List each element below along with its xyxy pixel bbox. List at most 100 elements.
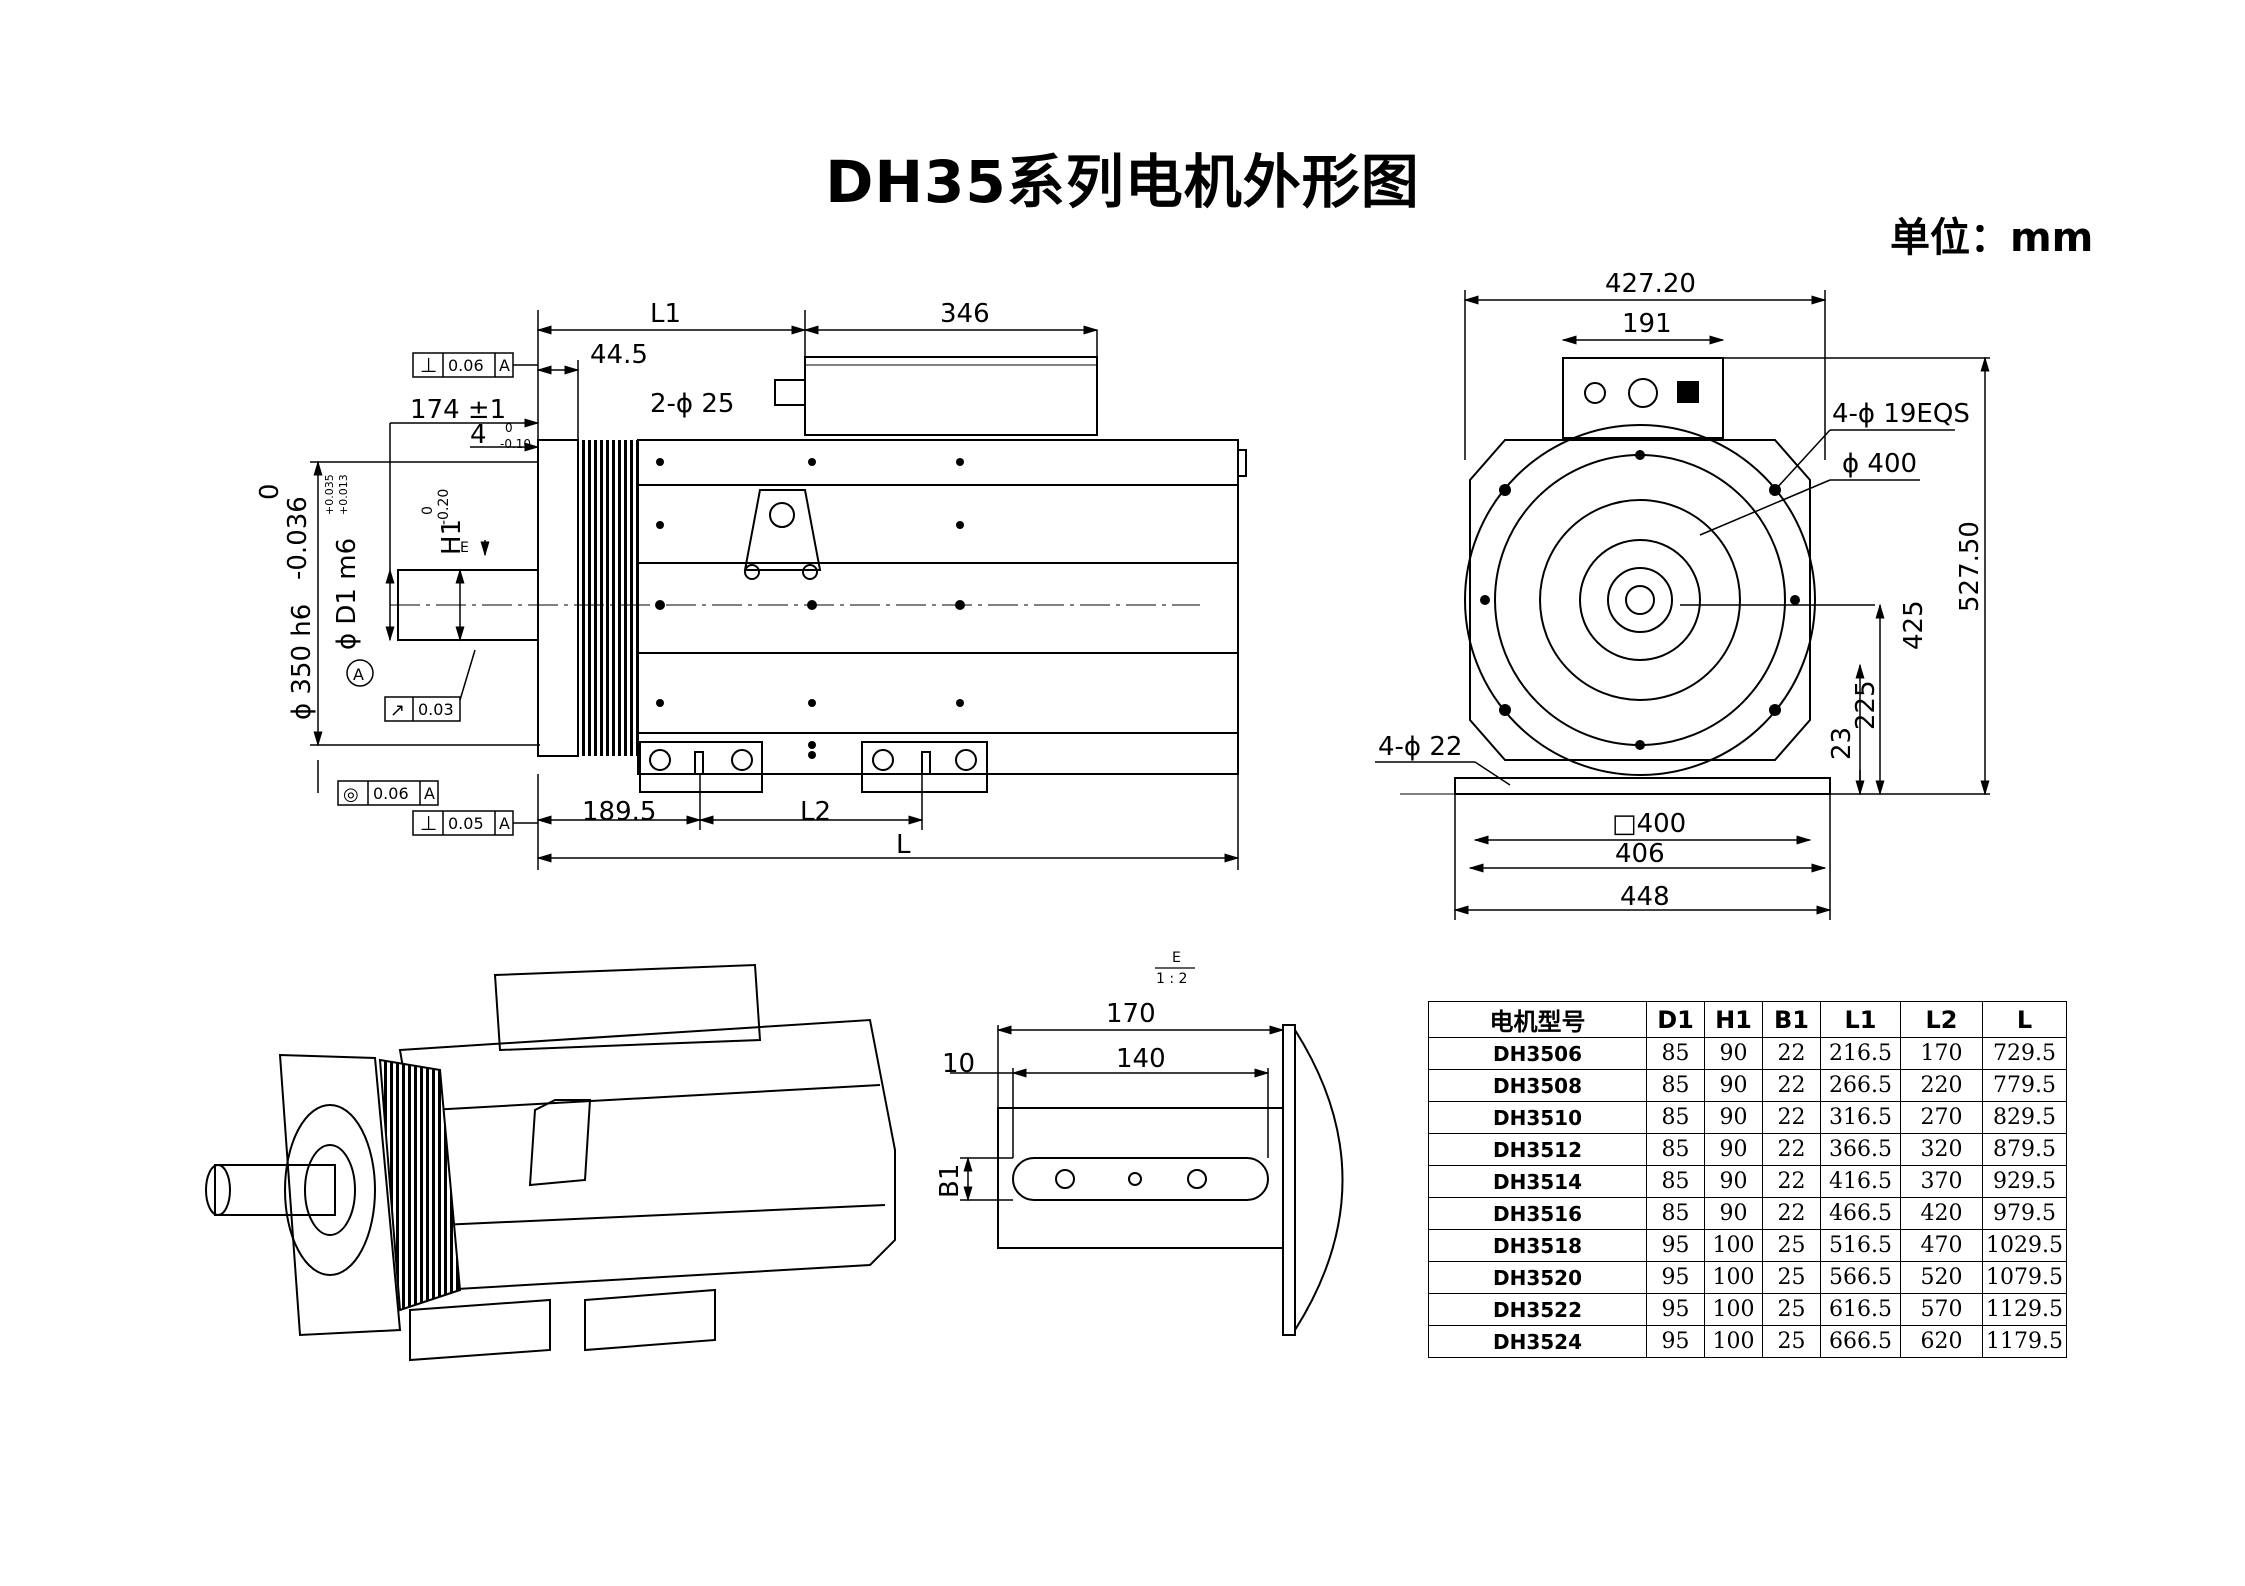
front-view <box>1400 357 1900 795</box>
table-cell: 100 <box>1704 1325 1763 1358</box>
motor-body <box>637 439 1239 775</box>
tol-frame-3: ◎ 0.06 A <box>337 780 439 806</box>
iso-shaft <box>214 1164 336 1216</box>
table-cell: 85 <box>1646 1197 1705 1230</box>
dim-425: 425 <box>1899 600 1929 650</box>
svg-text:A: A <box>499 814 510 833</box>
foot-left <box>639 741 763 793</box>
dim-225: 225 <box>1851 680 1881 730</box>
terminal-box <box>804 356 1098 436</box>
table-cell: 570 <box>1900 1293 1983 1326</box>
dim-189-5: 189.5 <box>582 797 656 827</box>
dim-346: 346 <box>940 299 990 329</box>
table-cell: 416.5 <box>1820 1165 1901 1198</box>
front-view-dimensions <box>1375 290 1990 920</box>
table-cell: 22 <box>1762 1069 1821 1102</box>
table-cell: 95 <box>1646 1229 1705 1262</box>
dim-d1: ϕ D1 m6 <box>332 538 362 650</box>
table-cell: DH3516 <box>1428 1197 1647 1230</box>
iso-fins <box>378 1058 462 1312</box>
table-cell: 666.5 <box>1820 1325 1901 1358</box>
table-cell: 1079.5 <box>1982 1261 2067 1294</box>
dim-406: 406 <box>1615 839 1665 869</box>
detail-label-e: E <box>1172 950 1181 966</box>
table-cell: 620 <box>1900 1325 1983 1358</box>
table-cell: DH3520 <box>1428 1261 1647 1294</box>
table-cell: 320 <box>1900 1133 1983 1166</box>
table-cell: 879.5 <box>1982 1133 2067 1166</box>
table-cell: 22 <box>1762 1165 1821 1198</box>
table-cell: 90 <box>1704 1037 1763 1070</box>
dim-h1-tol-lower: -0.20 <box>436 489 452 525</box>
side-view-dimensions <box>310 310 1240 870</box>
flange-plate <box>537 439 579 757</box>
col-header-l: L <box>1982 1001 2067 1038</box>
table-cell: 85 <box>1646 1037 1705 1070</box>
foot-right <box>861 741 988 793</box>
col-header-b1: B1 <box>1762 1001 1821 1038</box>
tol-frame-1: ⊥ 0.06 A <box>412 352 514 378</box>
dim-d1-tol-upper: +0.035 <box>323 474 336 515</box>
svg-text:0.06: 0.06 <box>448 356 484 375</box>
table-cell: 979.5 <box>1982 1197 2067 1230</box>
iso-terminal-box <box>493 963 762 1052</box>
table-cell: 90 <box>1704 1101 1763 1134</box>
table-header-row: 电机型号 D1 H1 B1 L1 L2 L <box>1428 1001 2067 1038</box>
iso-foot-left <box>409 1298 551 1362</box>
tol-frame-4: ⊥ 0.05 A <box>412 810 514 836</box>
col-header-h1: H1 <box>1704 1001 1763 1038</box>
col-header-d1: D1 <box>1646 1001 1705 1038</box>
table-cell: 466.5 <box>1820 1197 1901 1230</box>
table-cell: 316.5 <box>1820 1101 1901 1134</box>
iso-foot-right <box>584 1288 716 1352</box>
table-cell: 266.5 <box>1820 1069 1901 1102</box>
front-terminal-box <box>1562 357 1724 439</box>
detail-keyway <box>1012 1157 1269 1201</box>
table-cell: DH3510 <box>1428 1101 1647 1134</box>
dim-350-tol-upper: 0 <box>255 483 285 500</box>
dim-10: 10 <box>942 1049 975 1079</box>
dim-holes-22: 4-ϕ 22 <box>1378 732 1462 762</box>
tol-frame-2: ↗ 0.03 <box>384 696 461 722</box>
iso-body <box>398 1018 896 1292</box>
dim-4: 4 <box>470 420 487 450</box>
detail-view: E 1 : 2 170 10 140 B1 <box>935 950 1344 1336</box>
table-cell: DH3522 <box>1428 1293 1647 1326</box>
dim-350: ϕ 350 h6 <box>287 604 317 720</box>
side-view <box>390 356 1247 793</box>
table-cell: 25 <box>1762 1293 1821 1326</box>
table-cell: 220 <box>1900 1069 1983 1102</box>
front-view-labels: 427.20 191 4-ϕ 19EQS ϕ 400 4-ϕ 22 □400 4… <box>1378 269 1985 912</box>
dim-448: 448 <box>1620 882 1670 912</box>
table-cell: 95 <box>1646 1261 1705 1294</box>
table-cell: 170 <box>1900 1037 1983 1070</box>
svg-text:⊥: ⊥ <box>420 811 437 835</box>
table-cell: 729.5 <box>1982 1037 2067 1070</box>
table-cell: DH3506 <box>1428 1037 1647 1070</box>
table-cell: DH3514 <box>1428 1165 1647 1198</box>
table-cell: 100 <box>1704 1293 1763 1326</box>
table-cell: 95 <box>1646 1293 1705 1326</box>
dim-4-tol-lower: -0.10 <box>500 437 531 451</box>
table-cell: 100 <box>1704 1229 1763 1262</box>
dim-350-tol-lower: -0.036 <box>283 496 313 580</box>
table-cell: 100 <box>1704 1261 1763 1294</box>
isometric-view <box>205 963 896 1362</box>
table-cell: 90 <box>1704 1133 1763 1166</box>
dim-l2: L2 <box>800 797 831 827</box>
table-cell: 216.5 <box>1820 1037 1901 1070</box>
table-cell: DH3508 <box>1428 1069 1647 1102</box>
table-cell: 470 <box>1900 1229 1983 1262</box>
col-header-l2: L2 <box>1900 1001 1983 1038</box>
dim-23: 23 <box>1827 727 1857 760</box>
